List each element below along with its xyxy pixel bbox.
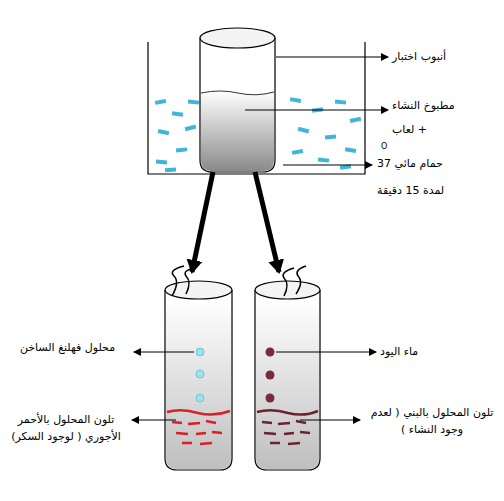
condition-label: لمدة 15 دقيقة — [377, 183, 487, 200]
red-precipitate — [167, 410, 230, 444]
tube-mouth — [200, 28, 275, 48]
big-arrow — [255, 172, 279, 272]
starch-liquid — [201, 91, 274, 171]
big-arrow — [192, 172, 213, 272]
content-label: + لعاب — [392, 122, 492, 139]
part-label: أنبوب اختبار — [392, 49, 492, 66]
dropper-line — [172, 266, 196, 296]
result-label: تلون المحلول بالأحمر الأجوري ( لوجود الس… — [3, 412, 129, 445]
brown-solution — [257, 410, 318, 444]
test-tube — [165, 290, 232, 470]
dropper-line — [283, 266, 306, 296]
degree-sign: O — [381, 143, 391, 151]
content-label: مطبوخ النشاء — [392, 98, 492, 115]
reagent-label: ماء اليود — [380, 344, 480, 361]
iodine-drop — [266, 348, 275, 357]
reagent-label: محلول فهلنغ الساخن — [5, 340, 130, 357]
test-tube — [200, 38, 275, 172]
fehling-drop — [196, 348, 204, 356]
result-label: تلون المحلول بالبني ( لعدم وجود النشاء ) — [364, 405, 500, 438]
condition-label: حمام مائي 37 — [377, 156, 487, 173]
test-tube — [255, 290, 320, 470]
